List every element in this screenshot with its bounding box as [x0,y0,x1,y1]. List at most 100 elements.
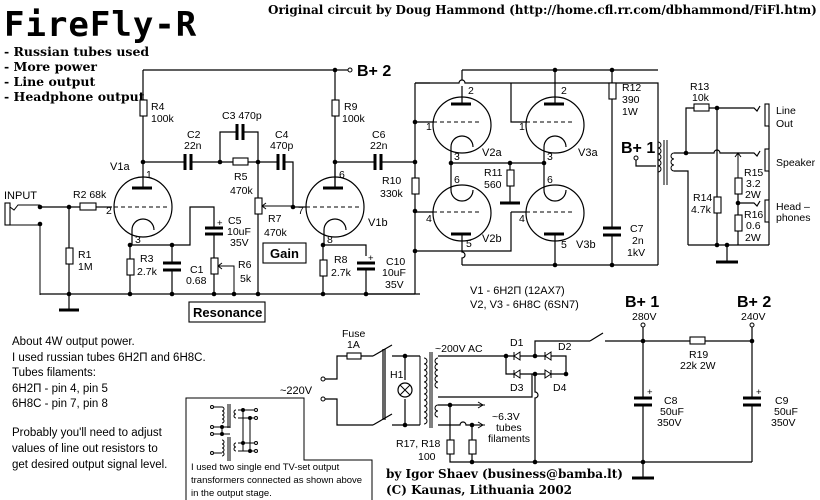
r4-resistor [139,99,148,117]
note-line: Tubes filaments: [12,367,96,379]
feature-item: - Headphone output [4,89,145,104]
b-plus-2-voltage: 240V [741,311,766,323]
pin-label: 2 [106,205,112,217]
line-out-jack[interactable] [764,103,770,127]
c1-capacitor [163,261,181,272]
tube-v2b [432,184,492,265]
r4-label: R4 [151,101,165,113]
pin-label: 3 [454,151,460,163]
r10-label: R10 [382,175,401,187]
r9-label: R9 [344,101,358,113]
v2b-label: V2b [482,233,502,245]
c5-rating: 35V [230,237,249,249]
r16-rating: 2W [745,232,761,244]
v3b-label: V3b [576,239,596,251]
inset-transformer-box: I used two single end TV-set output tran… [185,397,373,500]
standby-switch[interactable] [589,332,604,342]
r7-potentiometer[interactable] [254,197,263,215]
r19-resistor [689,336,706,345]
c8-capacitor [634,396,652,407]
r14-value: 4.7k [691,204,712,216]
r8-resistor [319,259,328,277]
v3a-label: V3a [578,147,598,159]
c10-rating: 35V [385,279,404,291]
fuse-value: 1A [347,339,360,351]
c7-rating: 1kV [627,247,645,259]
headphones-label: Head – [776,201,810,213]
b-plus-2-supply-label: B+ 2 [737,294,771,311]
filament-voltage-label: ~6.3V [492,411,520,423]
c3-capacitor [235,124,245,140]
r15-resistor [734,177,743,195]
r19-value: 22k 2W [680,360,716,372]
r14-label: R14 [693,192,712,204]
c7-value: 2n [632,235,644,247]
notes-block: About 4W output power. I used russian tu… [12,336,206,471]
pin-label: 1 [426,121,432,133]
pin-label: 8 [327,234,333,246]
r12-resistor [608,82,617,100]
r13-label: R13 [690,81,709,93]
pin-label: 5 [466,238,472,250]
note-line: 6H2П - pin 4, pin 5 [12,383,108,395]
r1-value: 1M [78,261,93,273]
gain-box [262,242,307,264]
tube-v2a [432,86,492,190]
r6-potentiometer[interactable] [210,257,219,275]
input-jack[interactable] [4,202,43,295]
headphones-jack[interactable] [764,199,770,223]
b-plus-1-label: B+ 1 [621,140,655,157]
d4-label: D4 [553,382,567,394]
resonance-label: Resonance [193,305,262,320]
r6-value: 5k [240,273,252,285]
c9-rating: 350V [771,417,796,429]
r7-value: 470k [264,227,288,239]
pin-label: 6 [547,174,553,186]
gain-label: Gain [270,246,299,261]
feature-item: - Russian tubes used [4,44,149,59]
pin-label: 4 [426,213,432,225]
r11-label: R11 [484,167,503,179]
r17-resistor [446,439,455,455]
tube-v1a [113,162,173,245]
bridge-rectifier [503,340,590,462]
h1-label: H1 [390,369,404,381]
r5-value: 470k [230,185,254,197]
c5-label: C5 [228,215,242,227]
c5-value: 10uF [227,226,251,238]
mains-inlet[interactable] [320,376,326,402]
c9-value: 50uF [774,406,798,418]
r12-label: R12 [622,82,641,94]
note-line: I used russian tubes 6H2П and 6H8C. [12,352,206,364]
r5-resistor [232,157,249,166]
r3-value: 2.7k [137,266,158,278]
fuse-label: Fuse [342,328,366,340]
svg-text:+: + [647,387,653,398]
r3-label: R3 [140,253,154,265]
r16-resistor [734,214,743,232]
c8-label: C8 [664,395,678,407]
note-line: About 4W output power. [12,336,135,348]
output-transformer [657,140,675,185]
r15-label: R15 [744,167,763,179]
pin-label: 2 [468,85,474,97]
c1-value: 0.68 [186,275,207,287]
r17-r18-value: 100 [418,451,436,463]
r12-value: 390 [622,94,640,106]
r6-label: R6 [238,259,252,271]
pin-label: 6 [454,174,460,186]
power-switch[interactable] [372,344,393,426]
b-plus-1-voltage: 280V [632,311,657,323]
c6-label: C6 [372,129,386,141]
mains-label: ~220V [280,385,313,397]
r4-value: 100k [151,113,175,125]
r16-label: R16 [744,209,763,221]
speaker-jack[interactable] [764,148,770,172]
r16-value: 0.6 [746,220,761,232]
c6-capacitor [373,154,383,170]
author-credit: by Igor Shaev (business@bamba.lt) [386,467,623,481]
r5-label: R5 [234,171,248,183]
b-plus-2-label: B+ 2 [357,63,391,80]
r10-value: 330k [380,188,404,200]
line-out-label: Out [776,118,793,130]
